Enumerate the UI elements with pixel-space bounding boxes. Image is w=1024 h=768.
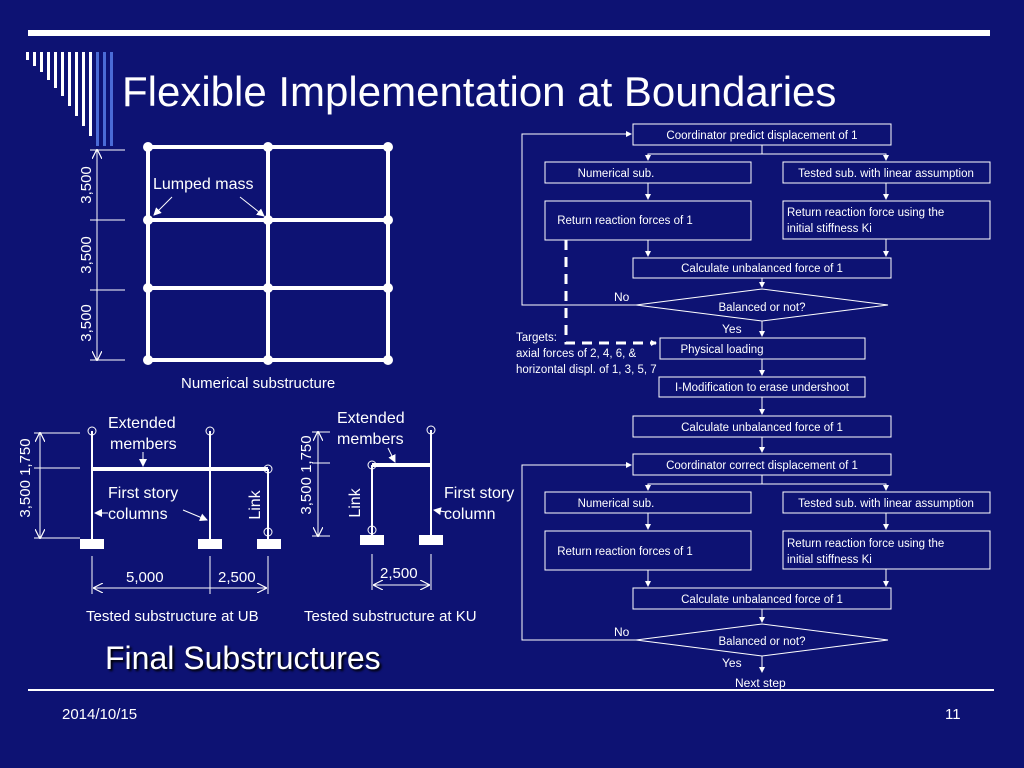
ub-first-story-line1: First story	[108, 485, 178, 502]
ku-supports	[360, 535, 443, 545]
flow-text-numerical-2: Numerical sub.	[578, 498, 655, 510]
flow-no-1: No	[614, 290, 630, 304]
flow-text-return-ki-2a: Return reaction force using the	[787, 538, 944, 550]
flow-text-correct: Coordinator correct displacement of 1	[666, 460, 858, 472]
ku-first-story-line1: First story	[444, 485, 514, 502]
flow-text-tested-2: Tested sub. with linear assumption	[798, 498, 974, 510]
numerical-dim-1: 3,500	[78, 166, 95, 204]
ub-caption: Tested substructure at UB	[86, 608, 259, 625]
ub-extended-line1: Extended	[108, 415, 176, 432]
flow-text-tested-1: Tested sub. with linear assumption	[798, 168, 974, 180]
flow-text-imod: I-Modification to erase undershoot	[675, 382, 850, 394]
flow-text-unbalanced-1: Calculate unbalanced force of 1	[681, 263, 843, 275]
ku-dimension-lines	[312, 432, 432, 590]
flow-next-step: Next step	[735, 676, 786, 690]
numerical-dim-2: 3,500	[78, 236, 95, 274]
flow-text-return-ki-2b: initial stiffness Ki	[787, 554, 872, 566]
flow-no-2: No	[614, 625, 630, 639]
frame-nodes	[143, 142, 393, 365]
lumped-mass-label: Lumped mass	[153, 176, 254, 193]
ku-extended-line2: members	[337, 431, 404, 448]
ub-frame	[87, 426, 273, 540]
ub-supports	[80, 539, 281, 549]
flow-text-unbalanced-3: Calculate unbalanced force of 1	[681, 594, 843, 606]
lumped-mass-arrow-left	[153, 196, 173, 216]
flow-text-physical: Physical loading	[680, 344, 763, 356]
ub-link-label: Link	[247, 489, 264, 519]
ku-extended-line1: Extended	[337, 410, 405, 427]
flow-dashed-target-link	[564, 240, 657, 346]
flow-text-return-ki-1a: Return reaction force using the	[787, 207, 944, 219]
ub-extended-line2: members	[110, 436, 177, 453]
ku-caption: Tested substructure at KU	[304, 608, 477, 625]
flow-box-return-ki-2	[782, 530, 991, 570]
ub-dim-vertical: 3,500 1,750	[17, 438, 34, 517]
flow-text-decision-2: Balanced or not?	[719, 636, 806, 648]
ku-first-story-line2: column	[444, 506, 496, 523]
flow-text-numerical-1: Numerical sub.	[578, 168, 655, 180]
flow-targets-line3: horizontal displ. of 1, 3, 5, 7	[516, 364, 657, 376]
top-rule	[28, 30, 990, 36]
flow-box-return-ki-1	[782, 200, 991, 240]
lumped-mass-arrow-right	[239, 196, 265, 217]
ub-dim-a: 5,000	[126, 569, 164, 586]
numerical-dimension-lines	[90, 150, 125, 360]
slide-title: Flexible Implementation at Boundaries	[122, 68, 837, 115]
flow-text-unbalanced-2: Calculate unbalanced force of 1	[681, 422, 843, 434]
ub-dimension-lines	[34, 433, 269, 594]
ku-link-label: Link	[347, 487, 364, 517]
flow-targets-line2: axial forces of 2, 4, 6, &	[516, 348, 637, 360]
flow-connectors	[521, 131, 889, 673]
flow-yes-1: Yes	[722, 322, 742, 336]
numerical-dim-3: 3,500	[78, 304, 95, 342]
ub-dim-b: 2,500	[218, 569, 256, 586]
ku-first-story-arrow	[433, 507, 447, 516]
flow-targets-line1: Targets:	[516, 332, 557, 344]
left-bars-decoration	[26, 52, 113, 146]
slide-page-number: 11	[945, 706, 961, 723]
flow-box-return-1	[544, 200, 752, 241]
flow-yes-2: Yes	[722, 656, 742, 670]
ku-dim-c: 2,500	[380, 565, 418, 582]
flow-text-return-2: Return reaction forces of 1	[557, 546, 693, 558]
ku-dim-vertical: 3,500 1,750	[298, 435, 315, 514]
flow-text-predict: Coordinator predict displacement of 1	[666, 130, 857, 142]
numerical-caption: Numerical substructure	[181, 375, 335, 392]
flow-text-return-ki-1b: initial stiffness Ki	[787, 223, 872, 235]
flow-text-return-1: Return reaction forces of 1	[557, 215, 693, 227]
slide-subtitle: Final Substructures	[105, 640, 381, 676]
ku-extended-arrow	[387, 447, 396, 463]
ub-first-story-line2: columns	[108, 506, 168, 523]
slide-date: 2014/10/15	[62, 706, 138, 723]
flow-text-decision-1: Balanced or not?	[719, 302, 806, 314]
ub-first-story-arrow-right	[182, 509, 208, 521]
ku-frame	[367, 425, 436, 540]
